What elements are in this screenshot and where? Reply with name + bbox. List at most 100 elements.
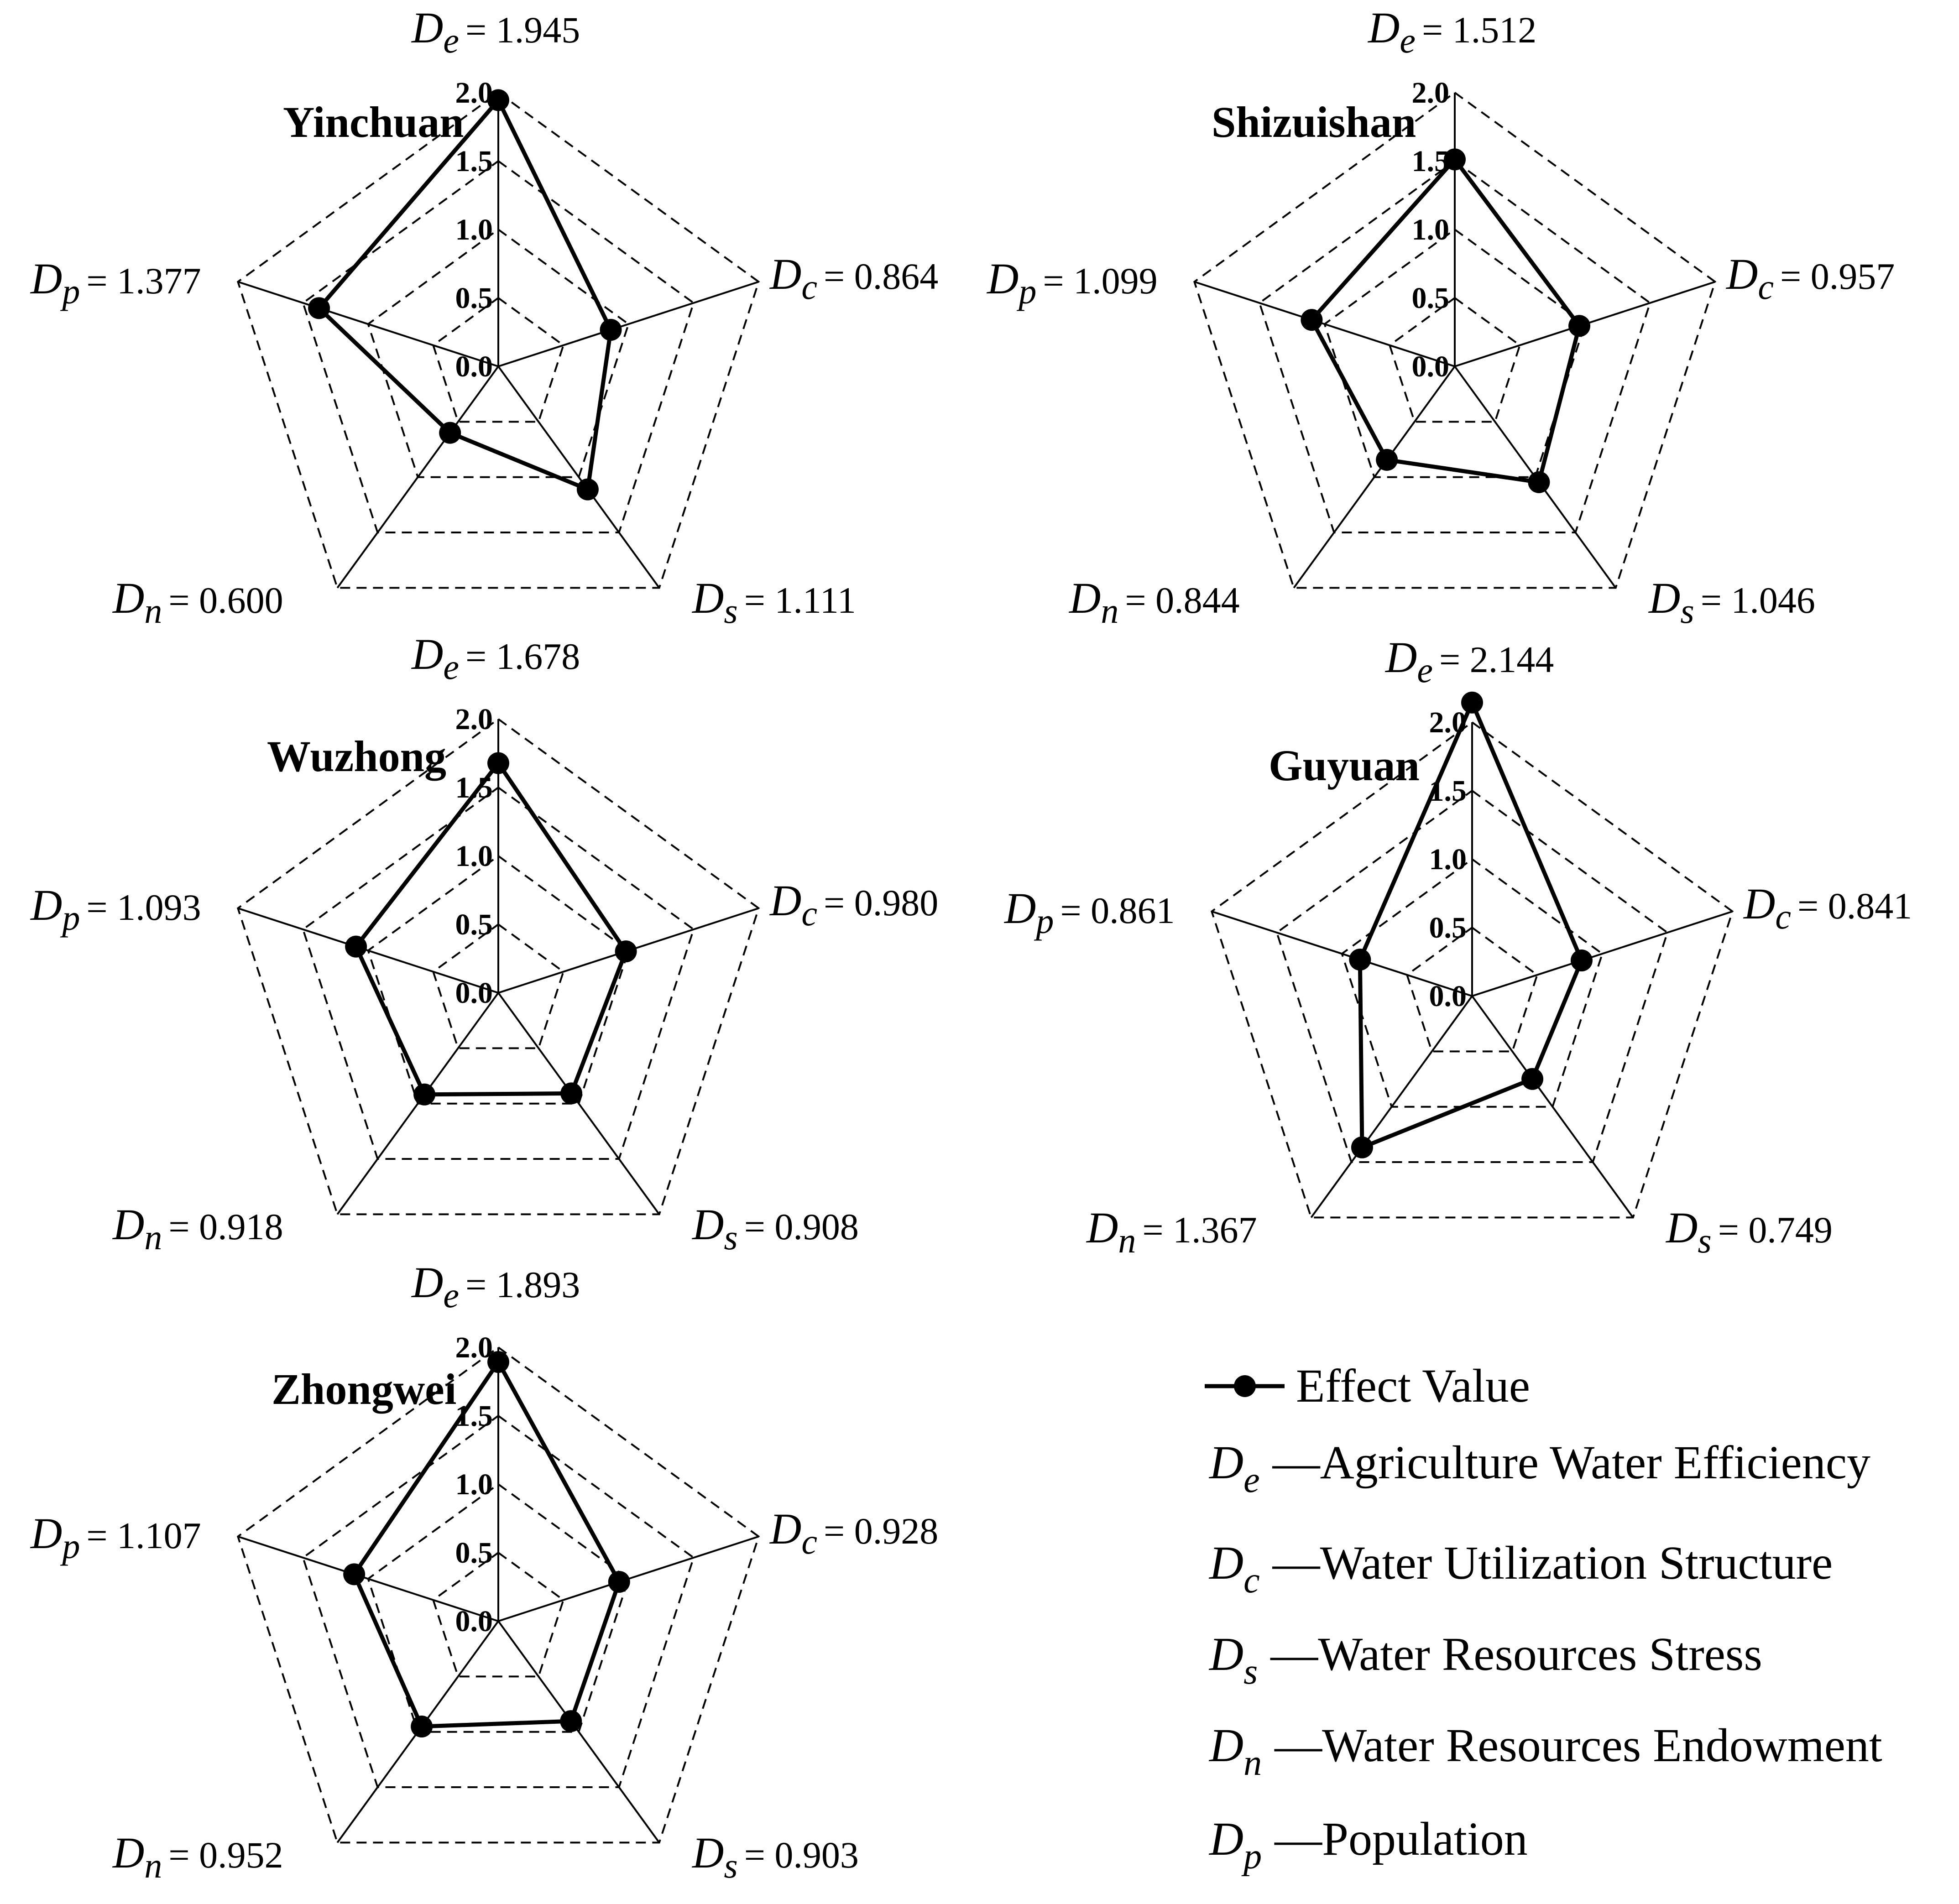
axis-label-n: Dn= 0.952 [112,1828,283,1885]
tick-label: 0.0 [455,976,493,1010]
effect-value-line [354,761,628,1097]
axis-spoke-1 [1472,910,1733,997]
axis-label-n: Dn= 1.367 [1086,1203,1257,1260]
axis-label-n: Dn= 0.600 [112,574,283,631]
tick-label: 0.5 [455,908,493,941]
grid-ring-1 [1405,926,1539,1053]
data-point-p [345,935,367,958]
axis-spoke-4 [1194,281,1455,367]
legend-item-c: Dc—Water Utilization Structure [1208,1537,1833,1601]
tick-label: 0.0 [455,350,493,383]
data-point-c [600,318,622,341]
grid-ring-3 [302,1414,695,1789]
axis-label-s: Ds= 1.111 [691,574,856,631]
tick-label: 2.0 [455,76,493,110]
effect-value-line [317,98,613,492]
legend-item-e: De—Agriculture Water Efficiency [1208,1436,1870,1500]
axis-spoke-3 [1293,365,1456,589]
axis-label-p: Dp= 1.099 [986,254,1158,311]
axis-label-n: Dn= 0.918 [112,1200,283,1257]
grid-ring-4 [237,718,760,1215]
axis-spoke-2 [497,992,660,1215]
axis-spoke-3 [336,992,499,1215]
axis-label-c: Dc= 0.928 [769,1504,938,1561]
grid-ring-4 [1193,91,1716,589]
axis-label-e: De= 2.144 [1384,633,1554,690]
axis-label-p: Dp= 1.377 [30,254,201,311]
axis-spoke-2 [1471,995,1634,1218]
data-point-e [487,1351,509,1373]
tick-label: 2.0 [455,703,493,736]
grid-ring-3 [302,160,695,534]
axis-spoke-2 [497,365,660,589]
data-point-e [487,89,509,111]
data-point-p [1301,309,1323,331]
tick-label: 0.5 [455,1536,493,1570]
effect-value-line [1309,157,1582,485]
grid-ring-3 [302,786,695,1160]
axis-label-n: Dn= 0.844 [1068,574,1240,631]
axis-label-c: Dc= 0.957 [1725,250,1895,307]
axis-spoke-1 [498,281,759,367]
axis-label-s: Ds= 0.908 [691,1200,859,1257]
axis-label-s: Ds= 1.046 [1648,574,1815,631]
tick-label: 0.0 [455,1605,493,1638]
axis-label-c: Dc= 0.841 [1743,879,1912,936]
grid-ring-3 [1275,789,1669,1163]
data-point-c [1570,949,1593,972]
data-point-c [615,940,637,963]
data-point-n [1376,449,1398,471]
effect-value-line [352,1360,622,1729]
grid-ring-4 [237,1346,760,1844]
axis-spoke-3 [336,365,499,589]
axis-label-s: Ds= 0.749 [1665,1203,1833,1260]
data-point-n [411,1716,433,1738]
grid-ring-3 [1258,160,1651,534]
axis-label-p: Dp= 1.107 [30,1509,201,1566]
chart-title: Guyuan [1269,741,1420,790]
axis-label-p: Dp= 0.861 [1003,884,1175,941]
data-point-n [1351,1136,1373,1158]
axis-spoke-4 [237,1535,499,1622]
grid-ring-2 [367,228,630,478]
data-point-p [343,1563,366,1586]
tick-label: 1.0 [455,1468,493,1501]
tick-label: 1.5 [455,145,493,178]
tick-label: 1.0 [455,213,493,246]
legend-marker [1234,1375,1256,1397]
axis-label-e: De= 1.945 [411,3,580,60]
tick-label: 2.0 [455,1331,493,1364]
data-point-s [560,1082,583,1105]
data-point-c [608,1570,630,1593]
data-point-s [1521,1068,1544,1090]
axis-spoke-3 [1310,995,1473,1218]
axis-spoke-4 [237,907,499,994]
data-point-p [1349,949,1371,971]
chart-title: Shizuishan [1212,98,1416,146]
data-point-p [308,297,330,319]
axis-label-e: De= 1.893 [411,1258,580,1315]
grid-ring-1 [432,297,565,423]
axis-label-e: De= 1.512 [1367,3,1536,60]
data-point-s [560,1710,582,1732]
grid-ring-2 [1341,858,1604,1108]
axis-label-s: Ds= 0.903 [691,1828,859,1885]
tick-label: 2.0 [1429,706,1467,739]
tick-label: 0.5 [455,282,493,315]
grid-ring-4 [237,91,760,589]
data-point-e [1461,691,1483,714]
axis-label-c: Dc= 0.980 [769,876,938,933]
grid-ring-1 [432,923,565,1049]
data-point-n [439,422,461,444]
data-point-e [487,752,509,774]
tick-label: 1.0 [1412,213,1450,246]
tick-label: 0.5 [1429,911,1467,944]
chart-title: Yinchuan [283,98,464,146]
data-point-s [576,478,599,501]
legend-item-p: Dp—Population [1208,1813,1528,1877]
